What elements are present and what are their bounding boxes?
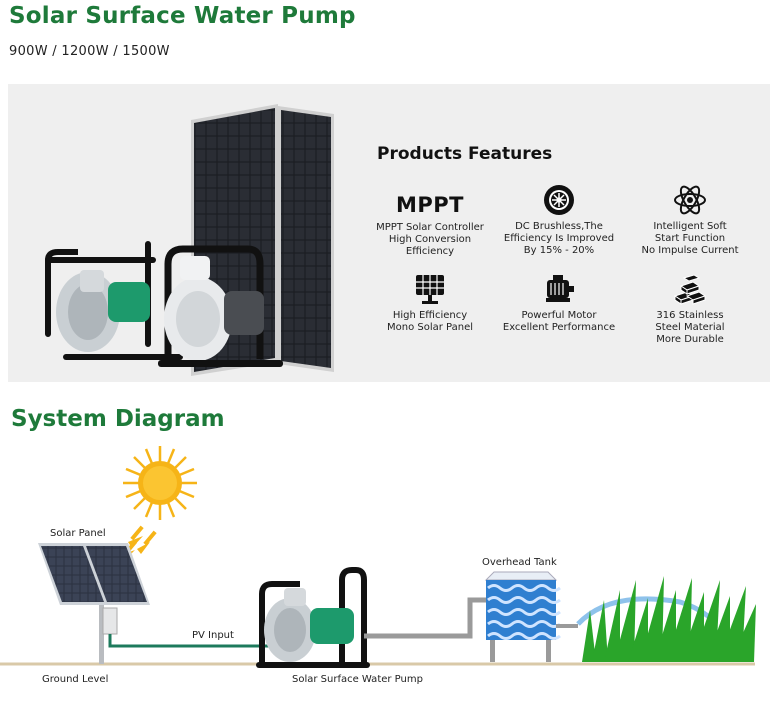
green-pump-image: [45, 241, 183, 360]
feature-text: Start Function: [654, 233, 726, 244]
feature-text: MPPT Solar Controller: [376, 222, 484, 233]
feature-text: Intelligent Soft: [653, 221, 727, 232]
pump-image: [256, 567, 370, 668]
feature-text: Efficiency: [405, 246, 455, 257]
feature-text: By 15% - 20%: [523, 245, 595, 256]
mppt-logo: MPPT: [395, 193, 464, 217]
atom-icon: [674, 185, 706, 215]
solar-panel-image: [38, 543, 150, 664]
solar-panel-label: Solar Panel: [50, 528, 106, 539]
product-photo: [45, 104, 334, 376]
feature-mppt: MPPT MPPT Solar Controller High Conversi…: [355, 190, 505, 258]
silver-pump-image: [158, 245, 283, 367]
feature-soft-start: Intelligent Soft Start Function No Impul…: [615, 183, 765, 257]
feature-text: DC Brushless,The: [515, 221, 603, 232]
page-title: Solar Surface Water Pump: [9, 3, 356, 29]
feature-solar-panel: High Efficiency Mono Solar Panel: [355, 272, 505, 334]
feature-motor: Powerful Motor Excellent Performance: [484, 272, 634, 334]
power-ratings: 900W / 1200W / 1500W: [9, 44, 170, 59]
features-heading: Products Features: [377, 144, 553, 164]
sun-icon: [123, 446, 197, 520]
grass-image: [582, 576, 756, 662]
brushless-motor-icon: [544, 185, 574, 215]
feature-text: High Efficiency: [392, 310, 468, 321]
feature-text: Excellent Performance: [502, 322, 616, 333]
feature-text: Efficiency Is Improved: [503, 233, 615, 244]
feature-brushless: DC Brushless,The Efficiency Is Improved …: [484, 183, 634, 257]
feature-text: Powerful Motor: [521, 310, 597, 321]
water-pipe: [364, 597, 486, 639]
feature-text: Mono Solar Panel: [386, 322, 474, 333]
feature-text: More Durable: [656, 334, 724, 345]
overhead-tank-image: [484, 571, 561, 662]
overhead-tank-label: Overhead Tank: [482, 557, 557, 568]
solar-panel-icon: [416, 275, 444, 304]
feature-text: High Conversion: [388, 234, 472, 245]
product-banner: Products Features: [8, 84, 770, 382]
pump-label: Solar Surface Water Pump: [292, 674, 423, 685]
system-diagram: [0, 446, 756, 668]
pv-cable: [108, 634, 270, 648]
feature-text: Steel Material: [655, 322, 725, 333]
ground-level-label: Ground Level: [42, 674, 109, 685]
feature-text: No Impulse Current: [641, 245, 739, 256]
feature-steel: 316 Stainless Steel Material More Durabl…: [615, 272, 765, 346]
motor-icon: [546, 275, 574, 302]
steel-bars-icon: [673, 274, 707, 305]
system-diagram-title: System Diagram: [11, 406, 225, 432]
feature-text: 316 Stainless: [656, 310, 724, 321]
pv-input-label: PV Input: [192, 630, 234, 641]
